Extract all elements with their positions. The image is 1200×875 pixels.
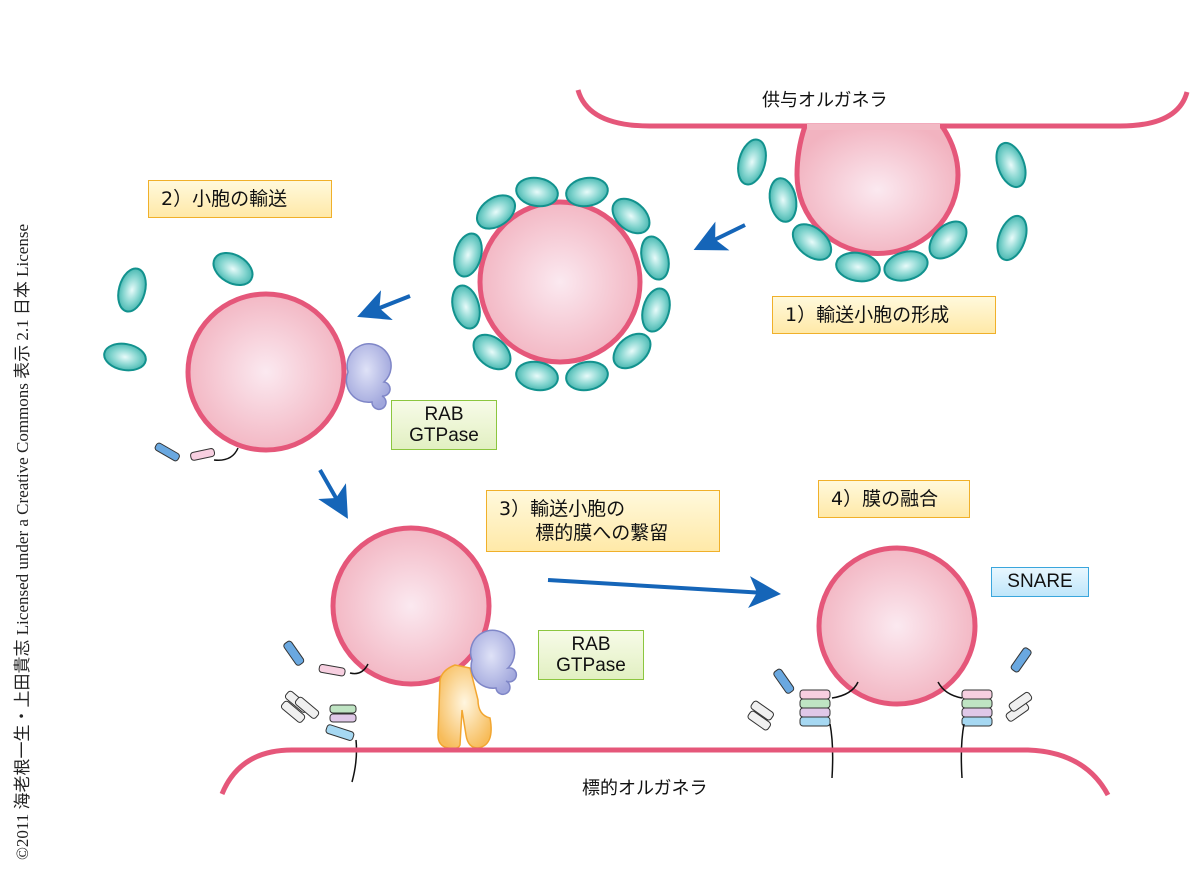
fusing-vesicle [747, 545, 1033, 779]
donor-organelle-membrane [575, 89, 1190, 129]
rab-gtpase-tag-2: RAB GTPase [538, 630, 644, 680]
step-3-label: 3）輸送小胞の 標的膜への繋留 [486, 490, 720, 552]
tethering-vesicle [280, 525, 518, 783]
step-2-label: 2）小胞の輸送 [148, 180, 332, 218]
snare-tag: SNARE [991, 567, 1089, 597]
target-organelle-membrane [219, 747, 1111, 797]
coated-vesicle [451, 176, 671, 392]
copyright-notice: ©2011 海老根一生・上田貴志 Licensed under a Creati… [13, 224, 32, 860]
arrow-tether-to-fusion [547, 576, 781, 609]
arrow-budding-to-coated [693, 221, 746, 251]
budding-vesicle [794, 123, 961, 256]
arrow-transport-to-tether [318, 469, 348, 519]
rab-gtpase-tag-1: RAB GTPase [391, 400, 497, 450]
step-4-label: 4）膜の融合 [818, 480, 970, 518]
arrow-coated-to-uncoating [357, 290, 411, 321]
target-organelle-label: 標的オルガネラ [582, 778, 708, 799]
step-1-label: 1）輸送小胞の形成 [772, 296, 996, 334]
uncoating-vesicle [103, 251, 392, 462]
rab-gtpase-2 [469, 629, 518, 696]
donor-organelle-label: 供与オルガネラ [762, 90, 888, 111]
coat-proteins-budding [737, 138, 1028, 283]
rab-gtpase-1 [345, 343, 392, 411]
